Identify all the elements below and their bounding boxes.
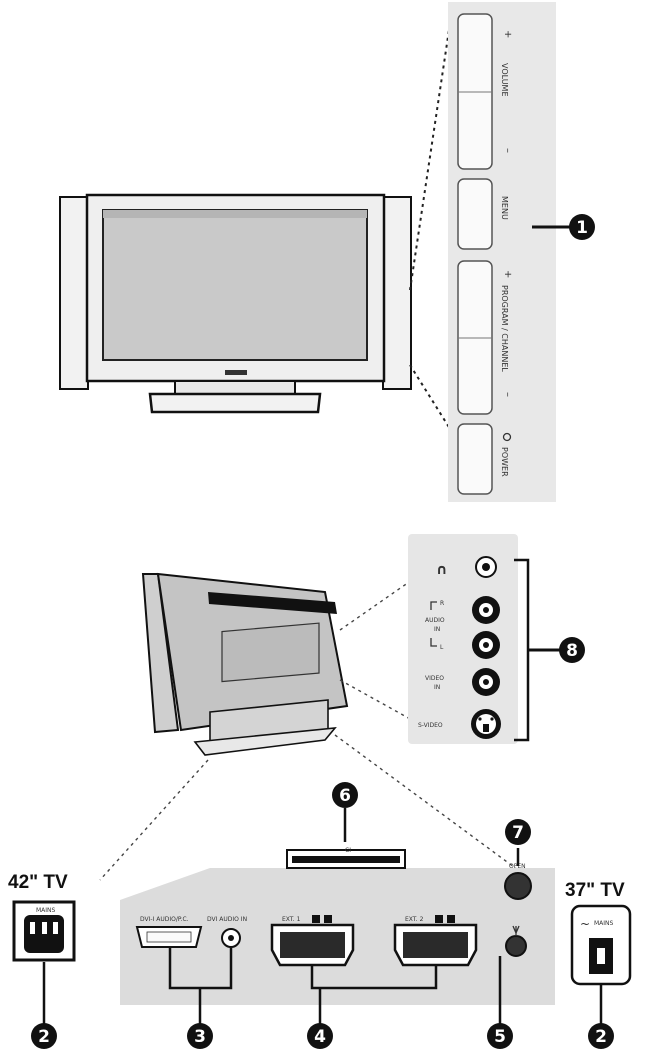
side-zoom-lines [99,579,519,881]
svg-text:EXT. 2: EXT. 2 [405,916,424,923]
program-plus: + [502,270,513,278]
svg-text:7: 7 [512,823,524,843]
svg-text:S-VIDEO: S-VIDEO [418,722,443,729]
callout-2-right [588,1023,614,1049]
svg-text:VIDEO: VIDEO [425,675,444,682]
power-label: POWER [500,447,509,477]
callout-1 [569,214,595,240]
svg-text:6: 6 [339,786,351,806]
volume-label: VOLUME [500,63,509,97]
menu-button[interactable] [457,178,493,250]
svg-text:IN: IN [434,626,440,633]
side-connector-panel: ∩ R AUDIO IN L VIDEO IN S-VIDEO [408,534,518,744]
svg-text:MAINS: MAINS [594,920,614,927]
mains-37-socket[interactable]: ~ MAINS [570,904,632,986]
svg-text:CI: CI [345,847,351,854]
svg-text:5: 5 [494,1027,506,1047]
tv-stand-neck [174,380,296,395]
svg-text:DVI AUDIO IN: DVI AUDIO IN [207,916,247,923]
callout-3 [187,1023,213,1049]
tv-37-title: 37" TV [565,880,625,901]
front-tv [59,193,412,414]
menu-label: MENU [500,196,509,220]
callout-7 [505,819,531,845]
right-speaker [382,196,412,390]
svg-text:OPEN: OPEN [509,863,526,870]
svg-text:IN: IN [434,684,440,691]
svg-text:1: 1 [576,218,588,238]
svg-text:2: 2 [595,1027,607,1047]
callout-6 [332,782,358,808]
tv-42-title: 42" TV [8,872,68,893]
svg-text:R: R [440,600,444,607]
svg-text:4: 4 [314,1027,326,1047]
mains-42-socket[interactable]: MAINS [12,900,76,962]
program-minus: – [502,392,513,397]
power-symbol-icon [502,432,512,442]
svg-text:3: 3 [194,1027,206,1047]
antenna-icon [512,925,520,936]
headphone-icon: ∩ [436,562,447,578]
program-label: PROGRAM / CHANNEL [500,285,509,372]
callout-5 [487,1023,513,1049]
power-button[interactable] [457,423,493,495]
front-zoom-lines [409,9,453,433]
left-speaker [59,196,89,390]
brand-logo [225,370,247,375]
rear-connector-panel: CI OPEN DVI-I AUDIO/P.C. DVI AUDIO IN EX… [120,847,555,1005]
volume-plus: + [502,30,513,38]
tv-stand-base [148,392,322,414]
svg-text:2: 2 [38,1027,50,1047]
tilde-icon: ~ [580,917,590,931]
antenna-jack[interactable] [505,935,527,957]
callout-2-left [31,1023,57,1049]
callout-8 [559,637,585,663]
side-tv [141,572,349,756]
svg-text:MAINS: MAINS [36,907,56,914]
svg-text:EXT. 1: EXT. 1 [282,916,301,923]
open-button[interactable] [504,872,532,900]
callout-4 [307,1023,333,1049]
tv-screen [102,209,368,361]
svg-text:AUDIO: AUDIO [425,617,445,624]
svg-text:L: L [440,644,444,651]
volume-minus: – [502,148,513,153]
svg-text:DVI-I AUDIO/P.C.: DVI-I AUDIO/P.C. [140,916,189,923]
svg-text:8: 8 [566,641,578,661]
front-control-strip: + VOLUME – MENU + PROGRAM / CHANNEL – PO… [448,2,556,502]
